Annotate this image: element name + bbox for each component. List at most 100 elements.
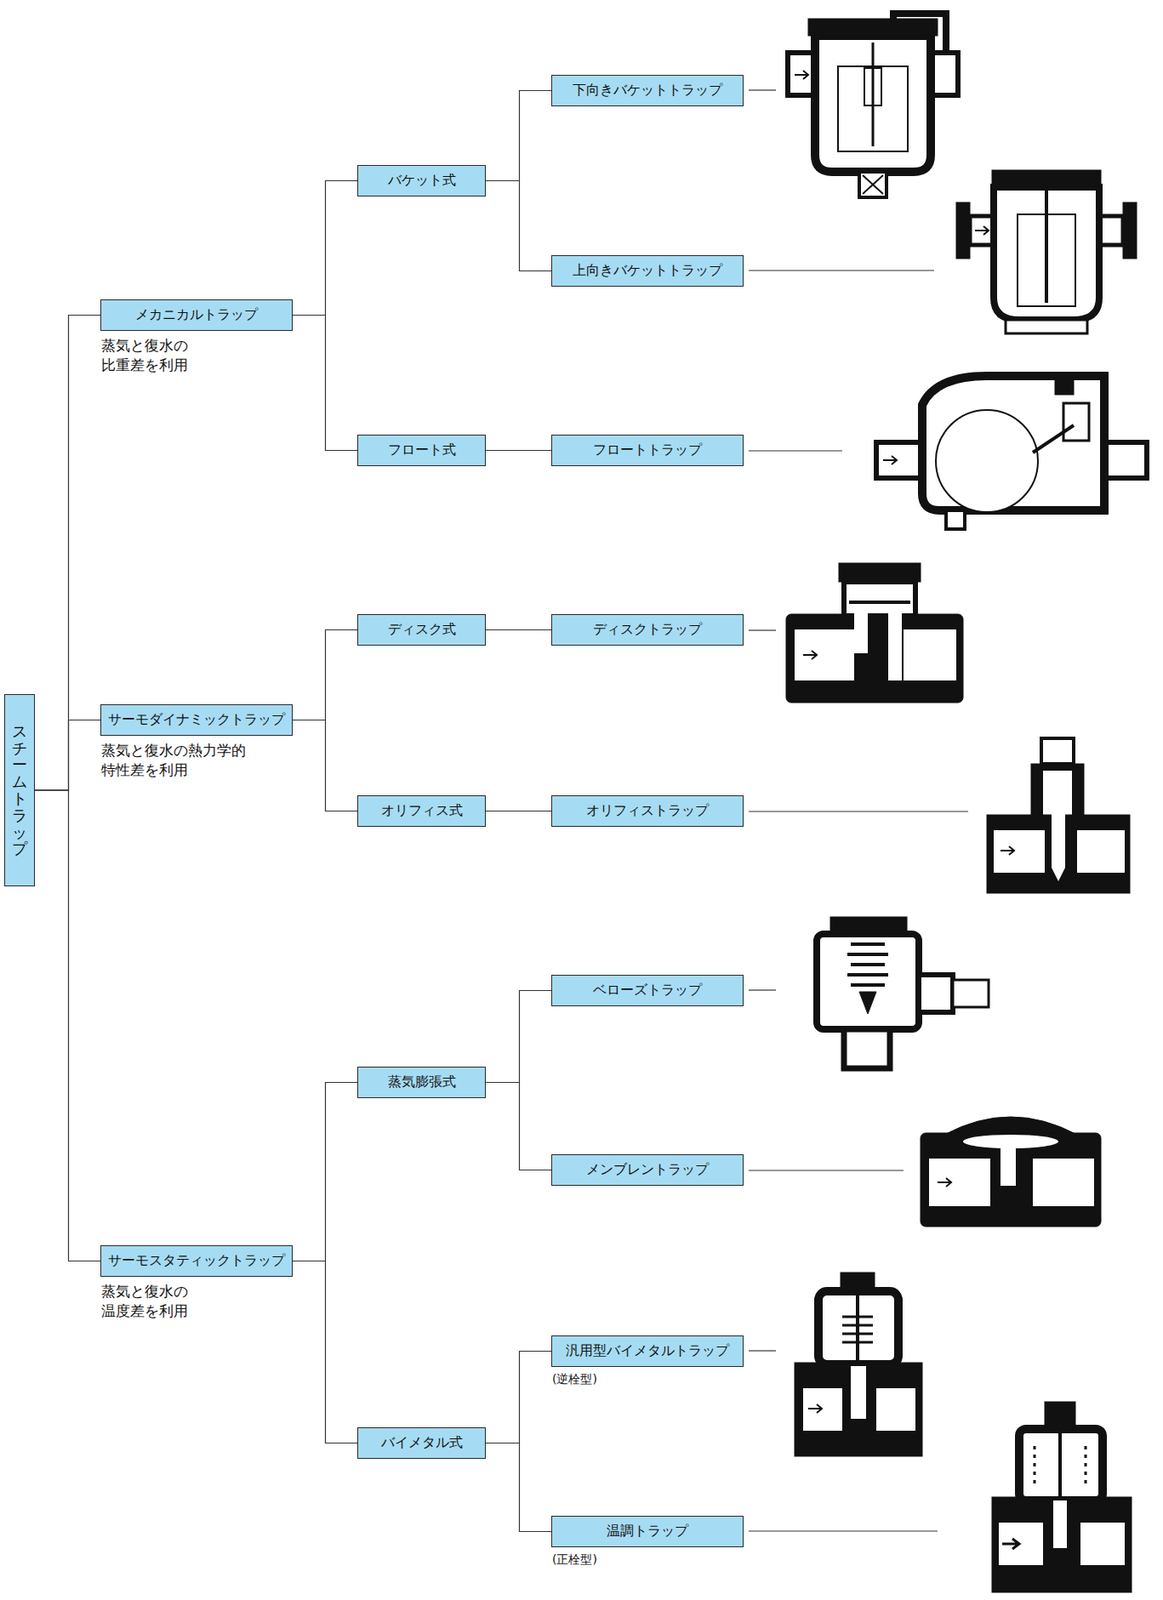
category-box: オリフィストラップ [551, 795, 744, 827]
disc-trap-illustration [786, 563, 964, 703]
orifice-trap-illustration-part [1000, 846, 1015, 856]
membrane-trap-illustration-part [929, 1158, 991, 1207]
tree-connector [292, 1083, 358, 1262]
upright-bucket-illustration-part [1005, 319, 1088, 334]
box-label: 上向きバケットトラップ [572, 262, 723, 280]
disc-trap-illustration-part [794, 629, 855, 681]
category-box: メカニカルトラップ蒸気と復水の 比重差を利用 [100, 299, 293, 331]
orifice-trap-illustration-part [1051, 867, 1066, 882]
box-note: (逆栓型) [552, 1371, 696, 1387]
bellows-trap-illustration-part [847, 944, 889, 986]
orifice-trap-illustration-part [1077, 830, 1125, 873]
inverted-bucket-illustration-part [864, 68, 882, 106]
leader-lines-part [748, 89, 776, 91]
category-box: 下向きバケットトラップ [551, 74, 744, 107]
float-trap-illustration-part [935, 410, 1038, 513]
inverted-bucket-illustration [787, 13, 958, 198]
category-box: ディスクトラップ [551, 614, 744, 646]
temperature-trap-illustration-part [998, 1522, 1044, 1566]
bellows-trap-illustration-part [918, 974, 953, 1013]
membrane-trap-illustration-part [937, 1178, 952, 1187]
tree-connector [34, 315, 101, 792]
float-trap-illustration-part [883, 456, 897, 465]
bellows-trap-illustration-part [816, 934, 919, 1030]
tree-connector [485, 181, 552, 272]
membrane-trap-illustration-part [1000, 1143, 1016, 1186]
leader-lines-part [748, 629, 776, 631]
disc-trap-illustration-part [849, 600, 911, 605]
box-label: ベローズトラップ [592, 981, 702, 1000]
tree-connector [485, 991, 552, 1084]
tree-connector [292, 630, 358, 721]
box-label: スチームトラップ [11, 723, 28, 858]
box-label: サーモスタティックトラップ [108, 1252, 286, 1271]
leader-lines-part [748, 1169, 904, 1171]
tree-connector [485, 810, 552, 812]
bimetal-trap-illustration [794, 1272, 923, 1457]
tree-connector [34, 720, 101, 792]
float-trap-illustration [876, 376, 1147, 530]
tree-connector [485, 629, 552, 631]
box-note: 蒸気と復水の 温度差を利用 [101, 1282, 275, 1322]
disc-trap-illustration-part [803, 650, 817, 660]
leader-lines-part [748, 1350, 776, 1352]
bimetal-trap-illustration-part [842, 1316, 873, 1343]
box-label: バケット式 [387, 171, 457, 190]
tree-connector [34, 790, 101, 1262]
box-note: 蒸気と復水の熱力学的 特性差を利用 [101, 741, 275, 781]
box-note: 蒸気と復水の 比重差を利用 [101, 336, 275, 376]
bellows-trap-illustration-part [952, 980, 989, 1008]
membrane-trap-illustration [920, 1117, 1101, 1227]
box-label: フロート式 [387, 441, 457, 460]
temperature-trap-illustration-part [1034, 1446, 1086, 1489]
bimetal-trap-illustration-part [876, 1388, 916, 1431]
leader-lines-part [748, 810, 969, 812]
box-label: ディスク式 [387, 621, 457, 639]
leader-lines-part [748, 1530, 938, 1532]
tree-connector [485, 450, 552, 451]
category-box: バイメタル式 [357, 1427, 486, 1460]
float-trap-illustration-part [1102, 442, 1147, 479]
category-box: フロート式 [357, 434, 486, 467]
temperature-trap-illustration-part [1080, 1522, 1125, 1566]
box-label: バイメタル式 [381, 1434, 463, 1453]
tree-connector [292, 1261, 358, 1444]
tree-connector [292, 315, 358, 451]
disc-trap-illustration-part [854, 605, 868, 654]
float-trap-illustration-part [1032, 425, 1074, 453]
category-box: 上向きバケットトラップ [551, 255, 744, 287]
bellows-trap-illustration-part [843, 1029, 890, 1069]
leader-lines-part [748, 269, 935, 271]
upright-bucket-illustration [956, 170, 1137, 334]
bellows-trap-illustration [816, 917, 989, 1069]
box-label: メカニカルトラップ [135, 306, 258, 325]
bimetal-trap-illustration-part [803, 1388, 843, 1431]
box-label: ディスクトラップ [592, 621, 702, 639]
tree-connector [485, 1443, 552, 1533]
tree-connector [485, 1083, 552, 1171]
box-label: 下向きバケットトラップ [572, 81, 723, 100]
disc-trap-illustration-part [838, 563, 921, 582]
temperature-trap-illustration [991, 1402, 1132, 1593]
leader-lines [748, 90, 969, 1532]
orifice-trap-illustration [986, 738, 1130, 894]
category-box: ベローズトラップ [551, 974, 744, 1007]
category-box: サーモスタティックトラップ蒸気と復水の 温度差を利用 [100, 1245, 293, 1278]
box-note: (正栓型) [552, 1551, 696, 1568]
box-label: メンブレントラップ [586, 1161, 709, 1180]
membrane-trap-illustration-part [944, 1117, 1078, 1135]
temperature-trap-illustration-part [1002, 1539, 1020, 1550]
box-label: 汎用型バイメタルトラップ [565, 1342, 730, 1361]
leader-lines-part [748, 450, 843, 451]
bimetal-trap-illustration-part [850, 1366, 867, 1420]
float-trap-illustration-part [946, 510, 965, 530]
inverted-bucket-illustration-part [808, 18, 938, 36]
tree-connector [485, 1351, 552, 1444]
disc-trap-illustration-part [786, 614, 964, 703]
category-box: オリフィス式 [357, 795, 486, 827]
float-trap-illustration-part [876, 442, 924, 479]
category-box: 温調トラップ(正栓型) [551, 1516, 744, 1548]
inverted-bucket-illustration-part [862, 175, 884, 194]
